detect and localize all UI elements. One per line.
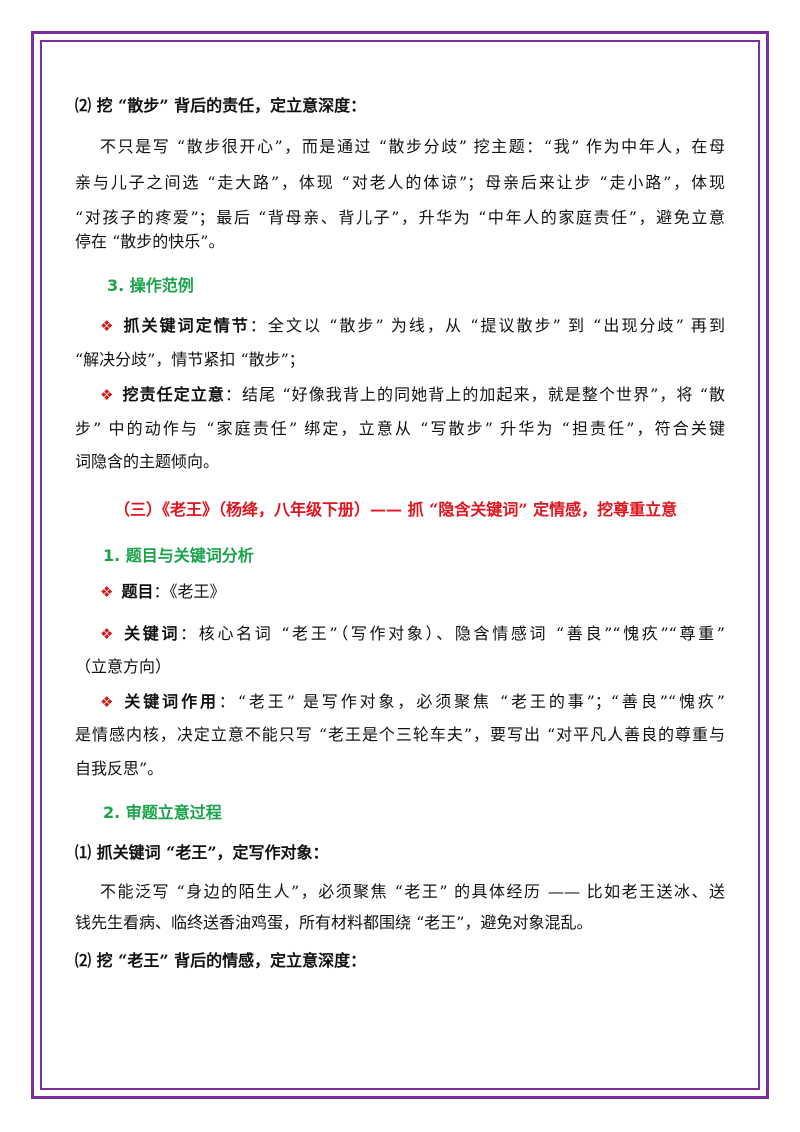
paragraph-line: 步” 中的动作与 “家庭责任” 绑定，立意从 “写散步” 升华为 “担责任”，符…: [75, 419, 725, 438]
bullet-text: ：结尾 “好像我背上的同她背上的加起来，就是整个世界”，将 “散: [224, 385, 725, 404]
paragraph-line: 停在 “散步的快乐”。: [75, 232, 225, 251]
page-border-outer: [31, 31, 769, 1099]
subsection-heading: ⑵ 挖 “老王” 背后的情感，定立意深度：: [75, 951, 367, 970]
section-heading: 1. 题目与关键词分析: [103, 546, 254, 565]
paragraph-line: “解决分歧”，情节紧扣 “散步”；: [75, 350, 305, 369]
bullet-label: 关键词: [124, 624, 181, 643]
section-heading: 2. 审题立意过程: [103, 803, 222, 822]
section-title: （三）《老王》（杨绛，八年级下册）—— 抓 “隐含关键词” 定情感，挖尊重立意: [114, 500, 678, 519]
bullet-item: ❖ 挖责任定立意：结尾 “好像我背上的同她背上的加起来，就是整个世界”，将 “散: [100, 385, 725, 405]
paragraph-line: 不只是写 “散步很开心”，而是通过 “散步分歧” 挖主题：“我” 作为中年人，在…: [100, 137, 725, 156]
diamond-bullet-icon: ❖: [100, 583, 114, 601]
paragraph-line: “对孩子的疼爱”；最后 “背母亲、背儿子”，升华为 “中年人的家庭责任”，避免立…: [75, 208, 725, 227]
bullet-label: 题目: [121, 582, 154, 601]
paragraph-line: 自我反思”。: [75, 759, 164, 778]
bullet-item: ❖ 题目：《老王》: [100, 582, 225, 602]
paragraph-line: 钱先生看病、临终送香油鸡蛋，所有材料都围绕 “老王”，避免对象混乱。: [75, 913, 593, 932]
diamond-bullet-icon: ❖: [100, 386, 115, 404]
bullet-text: ：《老王》: [153, 582, 226, 601]
paragraph-line: 是情感内核，决定立意不能只写 “老王是个三轮车夫”，要写出 “对平凡人善良的尊重…: [75, 725, 725, 744]
paragraph-line: （立意方向）: [75, 657, 172, 676]
bullet-text: ：全文以 “散步” 为线，从 “提议散步” 到 “出现分歧” 再到: [249, 316, 725, 335]
bullet-text: ：核心名词 “老王”（写作对象）、隐含情感词 “善良”“愧疚”“尊重”: [180, 624, 725, 643]
subsection-heading: ⑵ 挖 “散步” 背后的责任，定立意深度：: [75, 96, 367, 115]
bullet-label: 挖责任定立意: [122, 385, 225, 404]
bullet-label: 抓关键词定情节: [123, 316, 250, 335]
paragraph-line: 不能泛写 “身边的陌生人”，必须聚焦 “老王” 的具体经历 —— 比如老王送冰、…: [100, 882, 725, 901]
diamond-bullet-icon: ❖: [100, 317, 116, 335]
subsection-heading: ⑴ 抓关键词 “老王”，定写作对象：: [75, 843, 329, 862]
section-heading: 3. 操作范例: [107, 276, 194, 295]
paragraph-line: 亲与儿子之间选 “走大路”，体现 “对老人的体谅”；母亲后来让步 “走小路”，体…: [75, 173, 725, 192]
page-border-inner: [40, 40, 760, 1090]
bullet-item: ❖ 关键词：核心名词 “老王”（写作对象）、隐含情感词 “善良”“愧疚”“尊重”: [100, 624, 725, 644]
diamond-bullet-icon: ❖: [100, 693, 117, 711]
bullet-item: ❖ 抓关键词定情节：全文以 “散步” 为线，从 “提议散步” 到 “出现分歧” 再…: [100, 316, 725, 336]
paragraph-line: 词隐含的主题倾向。: [75, 452, 220, 471]
bullet-label: 关键词作用: [124, 692, 219, 711]
diamond-bullet-icon: ❖: [100, 625, 117, 643]
bullet-text: ：“老王” 是写作对象，必须聚焦 “老王的事”；“善良”“愧疚”: [218, 692, 725, 711]
bullet-item: ❖ 关键词作用：“老王” 是写作对象，必须聚焦 “老王的事”；“善良”“愧疚”: [100, 692, 725, 712]
